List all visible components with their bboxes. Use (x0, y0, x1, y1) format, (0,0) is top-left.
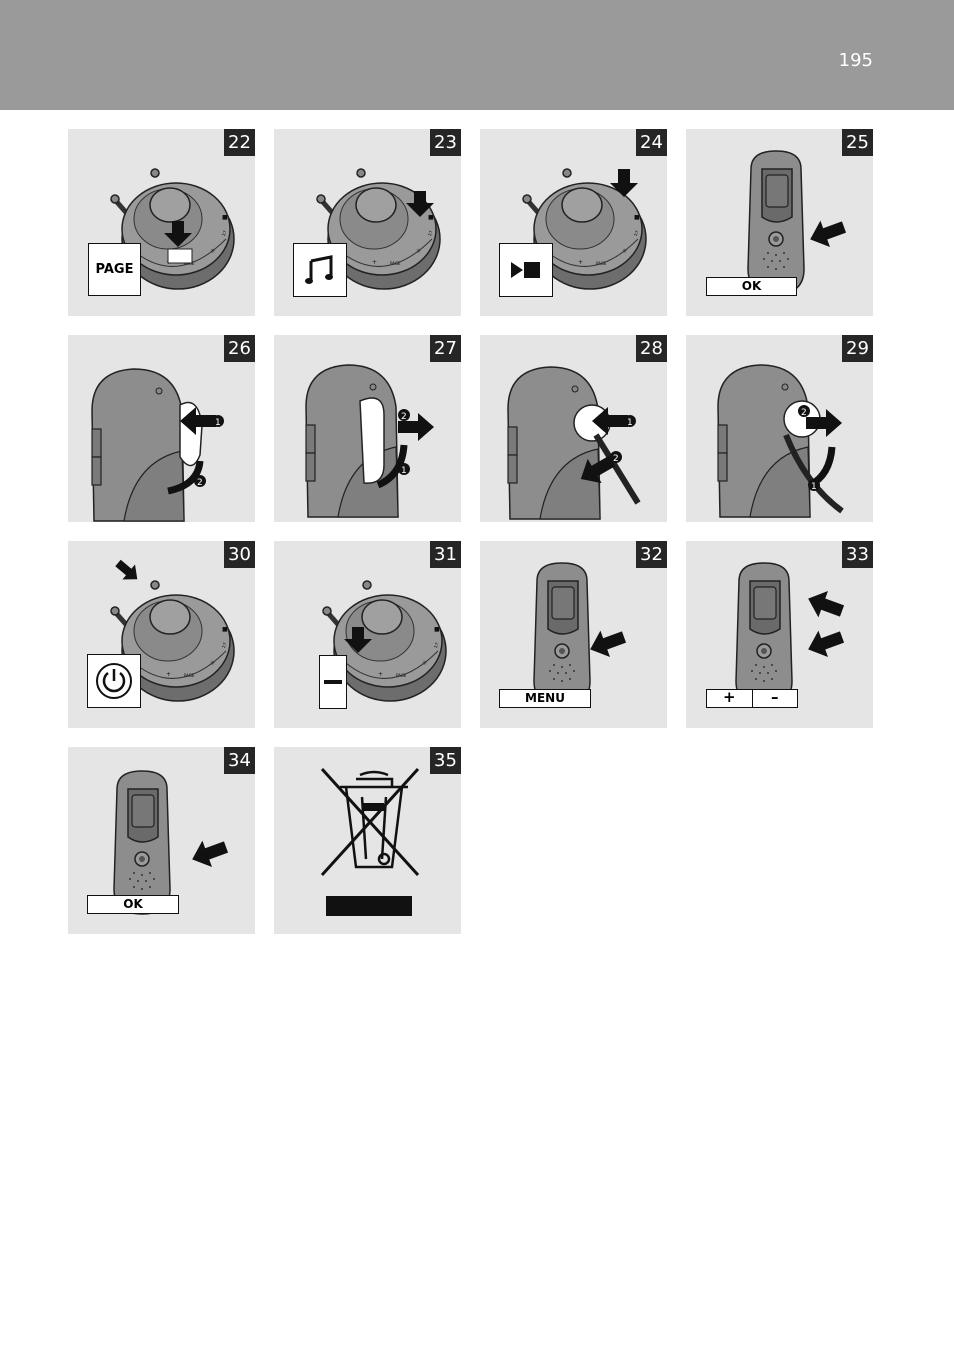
figure-number: 31 (430, 541, 461, 568)
minus-label: – (751, 690, 798, 707)
weee-bar (326, 896, 412, 916)
menu-button-label: MENU (499, 689, 591, 708)
figure-number: 23 (430, 129, 461, 156)
svg-text:2: 2 (801, 408, 807, 418)
plus-label: + (722, 688, 736, 706)
svg-text:2: 2 (197, 478, 203, 488)
figure-22: 22 PAGE (68, 129, 255, 316)
battery-cover-insert-illustration: 2 1 (305, 364, 434, 518)
page-button-label: PAGE (88, 243, 141, 296)
figure-number: 27 (430, 335, 461, 362)
page-number: 195 (838, 50, 873, 71)
svg-text:1: 1 (401, 466, 407, 476)
svg-text:1: 1 (627, 418, 633, 428)
figure-29: 2 1 29 (686, 335, 873, 522)
figure-32: 32 MENU (480, 541, 667, 728)
music-note-icon (293, 243, 347, 297)
battery-removal-illustration: 1 2 (507, 366, 641, 520)
figure-number: 34 (224, 747, 255, 774)
ok-button-label: OK (706, 277, 797, 296)
crossed-bin-icon (320, 767, 420, 877)
svg-text:2: 2 (613, 454, 619, 464)
figure-24: 24 (480, 129, 667, 316)
dial-page-illustration (68, 129, 255, 316)
figure-number: 28 (636, 335, 667, 362)
figure-number: 24 (636, 129, 667, 156)
figure-number: 22 (224, 129, 255, 156)
figure-number: 29 (842, 335, 873, 362)
battery-insert-illustration: 2 1 (717, 364, 844, 518)
minus-icon (319, 655, 347, 709)
dial-playstop-illustration (480, 129, 667, 316)
figure-number: 33 (842, 541, 873, 568)
figure-33: 33 + – (686, 541, 873, 728)
figure-27: 2 1 27 (274, 335, 461, 522)
ok-button-label: OK (87, 895, 179, 914)
power-icon (87, 654, 141, 708)
figure-31: 31 (274, 541, 461, 728)
dial-music-illustration (274, 129, 461, 316)
svg-text:1: 1 (811, 482, 817, 492)
figure-26: 1 2 26 (68, 335, 255, 522)
play-stop-icon (499, 243, 553, 297)
figure-number: 32 (636, 541, 667, 568)
figure-28: 1 2 28 (480, 335, 667, 522)
figure-23: 23 (274, 129, 461, 316)
figure-30: 30 (68, 541, 255, 728)
figure-number: 35 (430, 747, 461, 774)
figure-number: 26 (224, 335, 255, 362)
figure-number: 30 (224, 541, 255, 568)
svg-text:2: 2 (401, 412, 407, 422)
page-header-band: 195 (0, 0, 954, 110)
dial-minus-illustration (274, 541, 461, 728)
figure-34: 34 OK (68, 747, 255, 934)
figure-25: 25 OK (686, 129, 873, 316)
plus-minus-button-label: + – (706, 689, 798, 708)
battery-cover-removal-illustration: 1 2 (91, 368, 224, 522)
figure-35: 35 (274, 747, 461, 934)
svg-text:1: 1 (215, 418, 221, 428)
figure-number: 25 (842, 129, 873, 156)
